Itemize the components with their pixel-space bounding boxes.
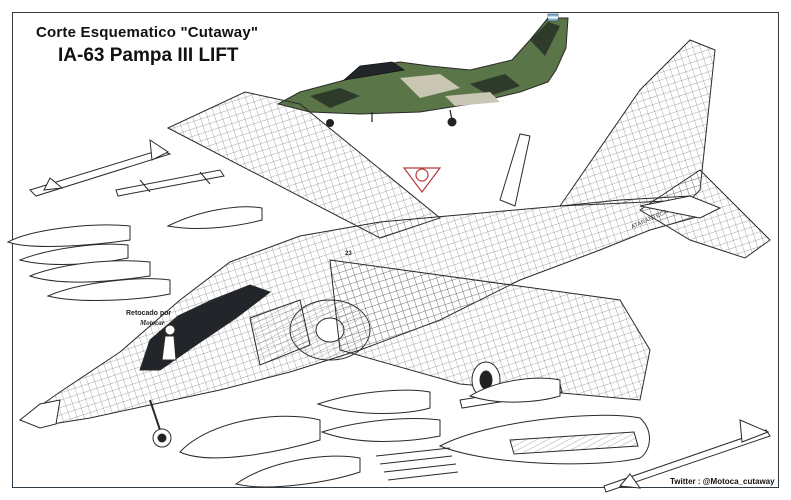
title-line1: Corte Esquematico "Cutaway" [36, 24, 259, 41]
drawing-frame [12, 12, 779, 488]
title-line2: IA-63 Pampa III LIFT [58, 45, 239, 66]
emblem-icon [402, 167, 442, 193]
credit-line2: Motocar [140, 319, 165, 327]
weapons-stores [6, 138, 771, 493]
cutaway-aircraft [18, 39, 771, 448]
pilot-figures [161, 324, 177, 361]
twitter-handle: Twitter : @Motoca_cutaway [670, 477, 775, 486]
fuselage-number: 23 [345, 251, 352, 257]
credit-line1: Retocado por [126, 310, 172, 317]
profile-aircraft [276, 13, 569, 127]
